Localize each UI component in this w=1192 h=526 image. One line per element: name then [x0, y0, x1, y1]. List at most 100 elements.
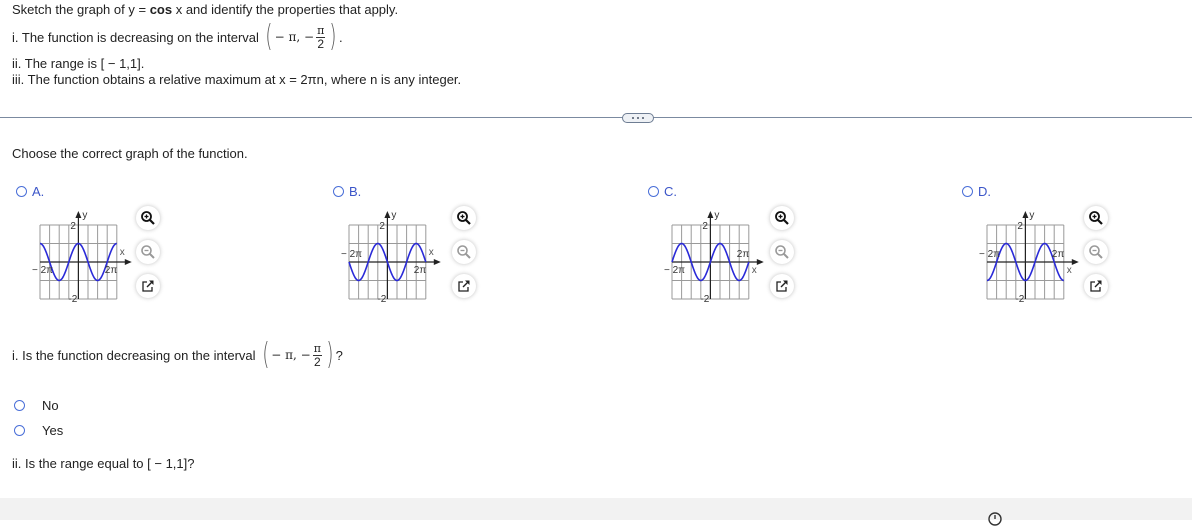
zoom-out-icon	[456, 244, 472, 260]
y-min-label: -2	[68, 294, 77, 305]
clock-icon	[988, 512, 1002, 526]
open-external-button[interactable]	[452, 274, 476, 298]
answer-no-label: No	[42, 398, 59, 413]
y-axis-label: y	[1029, 210, 1034, 221]
zoom-in-icon	[774, 210, 790, 226]
x-max-label: 2π	[105, 265, 118, 276]
x-min-label: − 2π	[664, 265, 685, 276]
interval-fraction: π 2	[312, 341, 322, 369]
answer-no[interactable]: No	[14, 398, 59, 413]
y-axis-label: y	[714, 210, 719, 221]
zoom-in-icon	[140, 210, 156, 226]
y-axis-label: y	[82, 210, 87, 221]
y-max-label: 2	[702, 221, 708, 232]
footer-bar	[0, 498, 1192, 526]
zoom-out-icon	[774, 244, 790, 260]
option-d[interactable]: D.	[962, 184, 991, 199]
section-divider	[0, 117, 1192, 118]
question-ii: ii. Is the range equal to [ − 1,1]?	[12, 456, 195, 471]
option-label: C.	[664, 184, 677, 199]
y-min-label: -2	[700, 294, 709, 305]
x-min-label: − 2π	[979, 249, 1000, 260]
prompt-pre: Sketch the graph of y =	[12, 2, 147, 17]
interval-fraction: π 2	[316, 23, 326, 51]
x-axis-label: x	[120, 247, 125, 258]
zoom-out-button[interactable]	[452, 240, 476, 264]
radio-option[interactable]	[648, 186, 659, 197]
zoom-in-button[interactable]	[452, 206, 476, 230]
open-external-button[interactable]	[136, 274, 160, 298]
fraction-denominator: 2	[317, 36, 325, 51]
option-label: D.	[978, 184, 991, 199]
fraction-numerator: π	[316, 23, 326, 38]
x-min-label: − 2π	[341, 249, 362, 260]
x-max-label: 2π	[1052, 249, 1065, 260]
option-label: B.	[349, 184, 362, 199]
graph-instruction: Choose the correct graph of the function…	[12, 146, 248, 161]
interval-left: − π, −	[271, 348, 311, 362]
interval-left: − π, −	[274, 30, 315, 44]
y-max-label: 2	[379, 221, 385, 232]
zoom-out-button[interactable]	[770, 240, 794, 264]
y-max-label: 2	[70, 221, 76, 232]
x-axis-label: x	[429, 247, 434, 258]
expand-more-button[interactable]	[622, 113, 654, 123]
property-i-text: i. The function is decreasing on the int…	[12, 29, 259, 45]
open-external-icon	[141, 279, 155, 293]
open-external-button[interactable]	[1084, 274, 1108, 298]
open-external-icon	[457, 279, 471, 293]
answer-yes-label: Yes	[42, 423, 64, 438]
option-label: A.	[32, 184, 45, 199]
open-external-button[interactable]	[770, 274, 794, 298]
option-c[interactable]: C.	[648, 184, 677, 199]
zoom-in-icon	[1088, 210, 1104, 226]
x-min-label: − 2π	[32, 265, 53, 276]
y-min-label: -2	[377, 294, 386, 305]
property-i: i. The function is decreasing on the int…	[12, 20, 343, 54]
y-max-label: 2	[1017, 221, 1023, 232]
interval-expression: ( − π, − π 2 )	[261, 337, 334, 372]
question-i: i. Is the function decreasing on the int…	[12, 336, 343, 374]
x-axis-label: x	[1067, 265, 1072, 276]
x-max-label: 2π	[737, 249, 750, 260]
property-iii: iii. The function obtains a relative max…	[12, 72, 462, 87]
question-i-text: i. Is the function decreasing on the int…	[12, 347, 256, 363]
open-external-icon	[775, 279, 789, 293]
zoom-out-button[interactable]	[1084, 240, 1108, 264]
open-external-icon	[1089, 279, 1103, 293]
option-a[interactable]: A.	[16, 184, 44, 199]
fraction-denominator: 2	[313, 354, 321, 369]
property-i-end: .	[339, 29, 343, 45]
option-b[interactable]: B.	[333, 184, 361, 199]
zoom-in-button[interactable]	[136, 206, 160, 230]
zoom-out-button[interactable]	[136, 240, 160, 264]
question-i-end: ?	[335, 347, 343, 363]
dot-icon	[637, 117, 639, 119]
zoom-in-icon	[456, 210, 472, 226]
y-axis-label: y	[391, 210, 396, 221]
radio-option[interactable]	[16, 186, 27, 197]
zoom-in-button[interactable]	[1084, 206, 1108, 230]
function-name: cos	[149, 2, 173, 17]
radio-option[interactable]	[962, 186, 973, 197]
radio-option[interactable]	[333, 186, 344, 197]
fraction-numerator: π	[312, 341, 322, 356]
zoom-out-icon	[1088, 244, 1104, 260]
prompt-post: x and identify the properties that apply…	[175, 2, 399, 17]
dot-icon	[642, 117, 644, 119]
question-prompt: Sketch the graph of y = cos x and identi…	[12, 2, 398, 17]
interval-expression: ( − π, − π 2 )	[265, 19, 337, 54]
answer-yes[interactable]: Yes	[14, 423, 63, 438]
dot-icon	[632, 117, 634, 119]
radio-yes[interactable]	[14, 425, 25, 436]
x-max-label: 2π	[414, 265, 427, 276]
radio-no[interactable]	[14, 400, 25, 411]
zoom-out-icon	[140, 244, 156, 260]
zoom-in-button[interactable]	[770, 206, 794, 230]
x-axis-label: x	[752, 265, 757, 276]
y-min-label: -2	[1015, 294, 1024, 305]
